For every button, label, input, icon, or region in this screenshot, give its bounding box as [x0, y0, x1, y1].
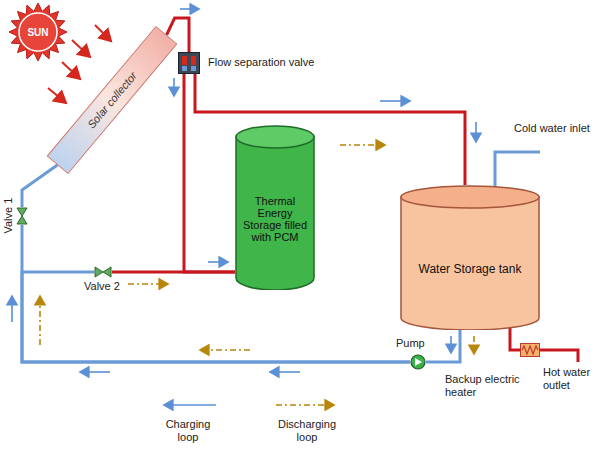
- node-label: Flow separation valve: [208, 56, 358, 69]
- legend-label: Discharging loop: [274, 418, 340, 444]
- solar-collector: Solar collector: [47, 26, 178, 174]
- node-label: SUN: [27, 27, 48, 38]
- valve-symbol: [16, 207, 28, 225]
- valve-symbol: [94, 266, 112, 278]
- node-label: Backup electric heater: [445, 373, 535, 399]
- node-label: Valve 1: [2, 193, 15, 238]
- cylinder-outline: [400, 185, 540, 330]
- pump-symbol: [410, 354, 426, 370]
- node-label: Water Storage tank: [415, 236, 526, 280]
- valve-1: Valve 1: [16, 207, 28, 225]
- pipe-label: Hot water outlet: [543, 366, 597, 392]
- backup-heater: Backup electric heater: [520, 343, 540, 357]
- node-label: Valve 2: [84, 280, 134, 293]
- pcm-storage: Thermal Energy Storage filled with PCM: [235, 125, 315, 290]
- legend-line-sample: [158, 398, 218, 412]
- legend-label: Charging loop: [158, 418, 218, 444]
- pipe-connector: [22, 225, 410, 362]
- separation-valve-symbol: [178, 52, 200, 74]
- pipe-connector: [184, 74, 235, 272]
- pipe-connector: [112, 271, 235, 274]
- legend-entry: Charging loop: [158, 398, 218, 444]
- pump: Pump: [410, 354, 426, 370]
- pipe-connector: [510, 328, 520, 350]
- node-label: Solar collector: [85, 69, 139, 130]
- water-tank: Water Storage tank: [400, 185, 540, 330]
- node-label: Pump: [396, 337, 436, 350]
- flow-separation-valve: Flow separation valve: [178, 52, 200, 74]
- pipe-connector: [426, 329, 460, 362]
- node-label: Thermal Energy Storage filled with PCM: [235, 169, 315, 247]
- pipe-connector: [22, 272, 410, 362]
- pipe-connector: [22, 165, 57, 207]
- legend-line-sample: [274, 398, 340, 412]
- sun-node: SUN: [6, 2, 70, 62]
- heater-symbol: [520, 343, 540, 357]
- legend-entry: Discharging loop: [274, 398, 340, 444]
- valve-2: Valve 2: [94, 266, 112, 278]
- pipe-label: Cold water inlet: [514, 122, 590, 135]
